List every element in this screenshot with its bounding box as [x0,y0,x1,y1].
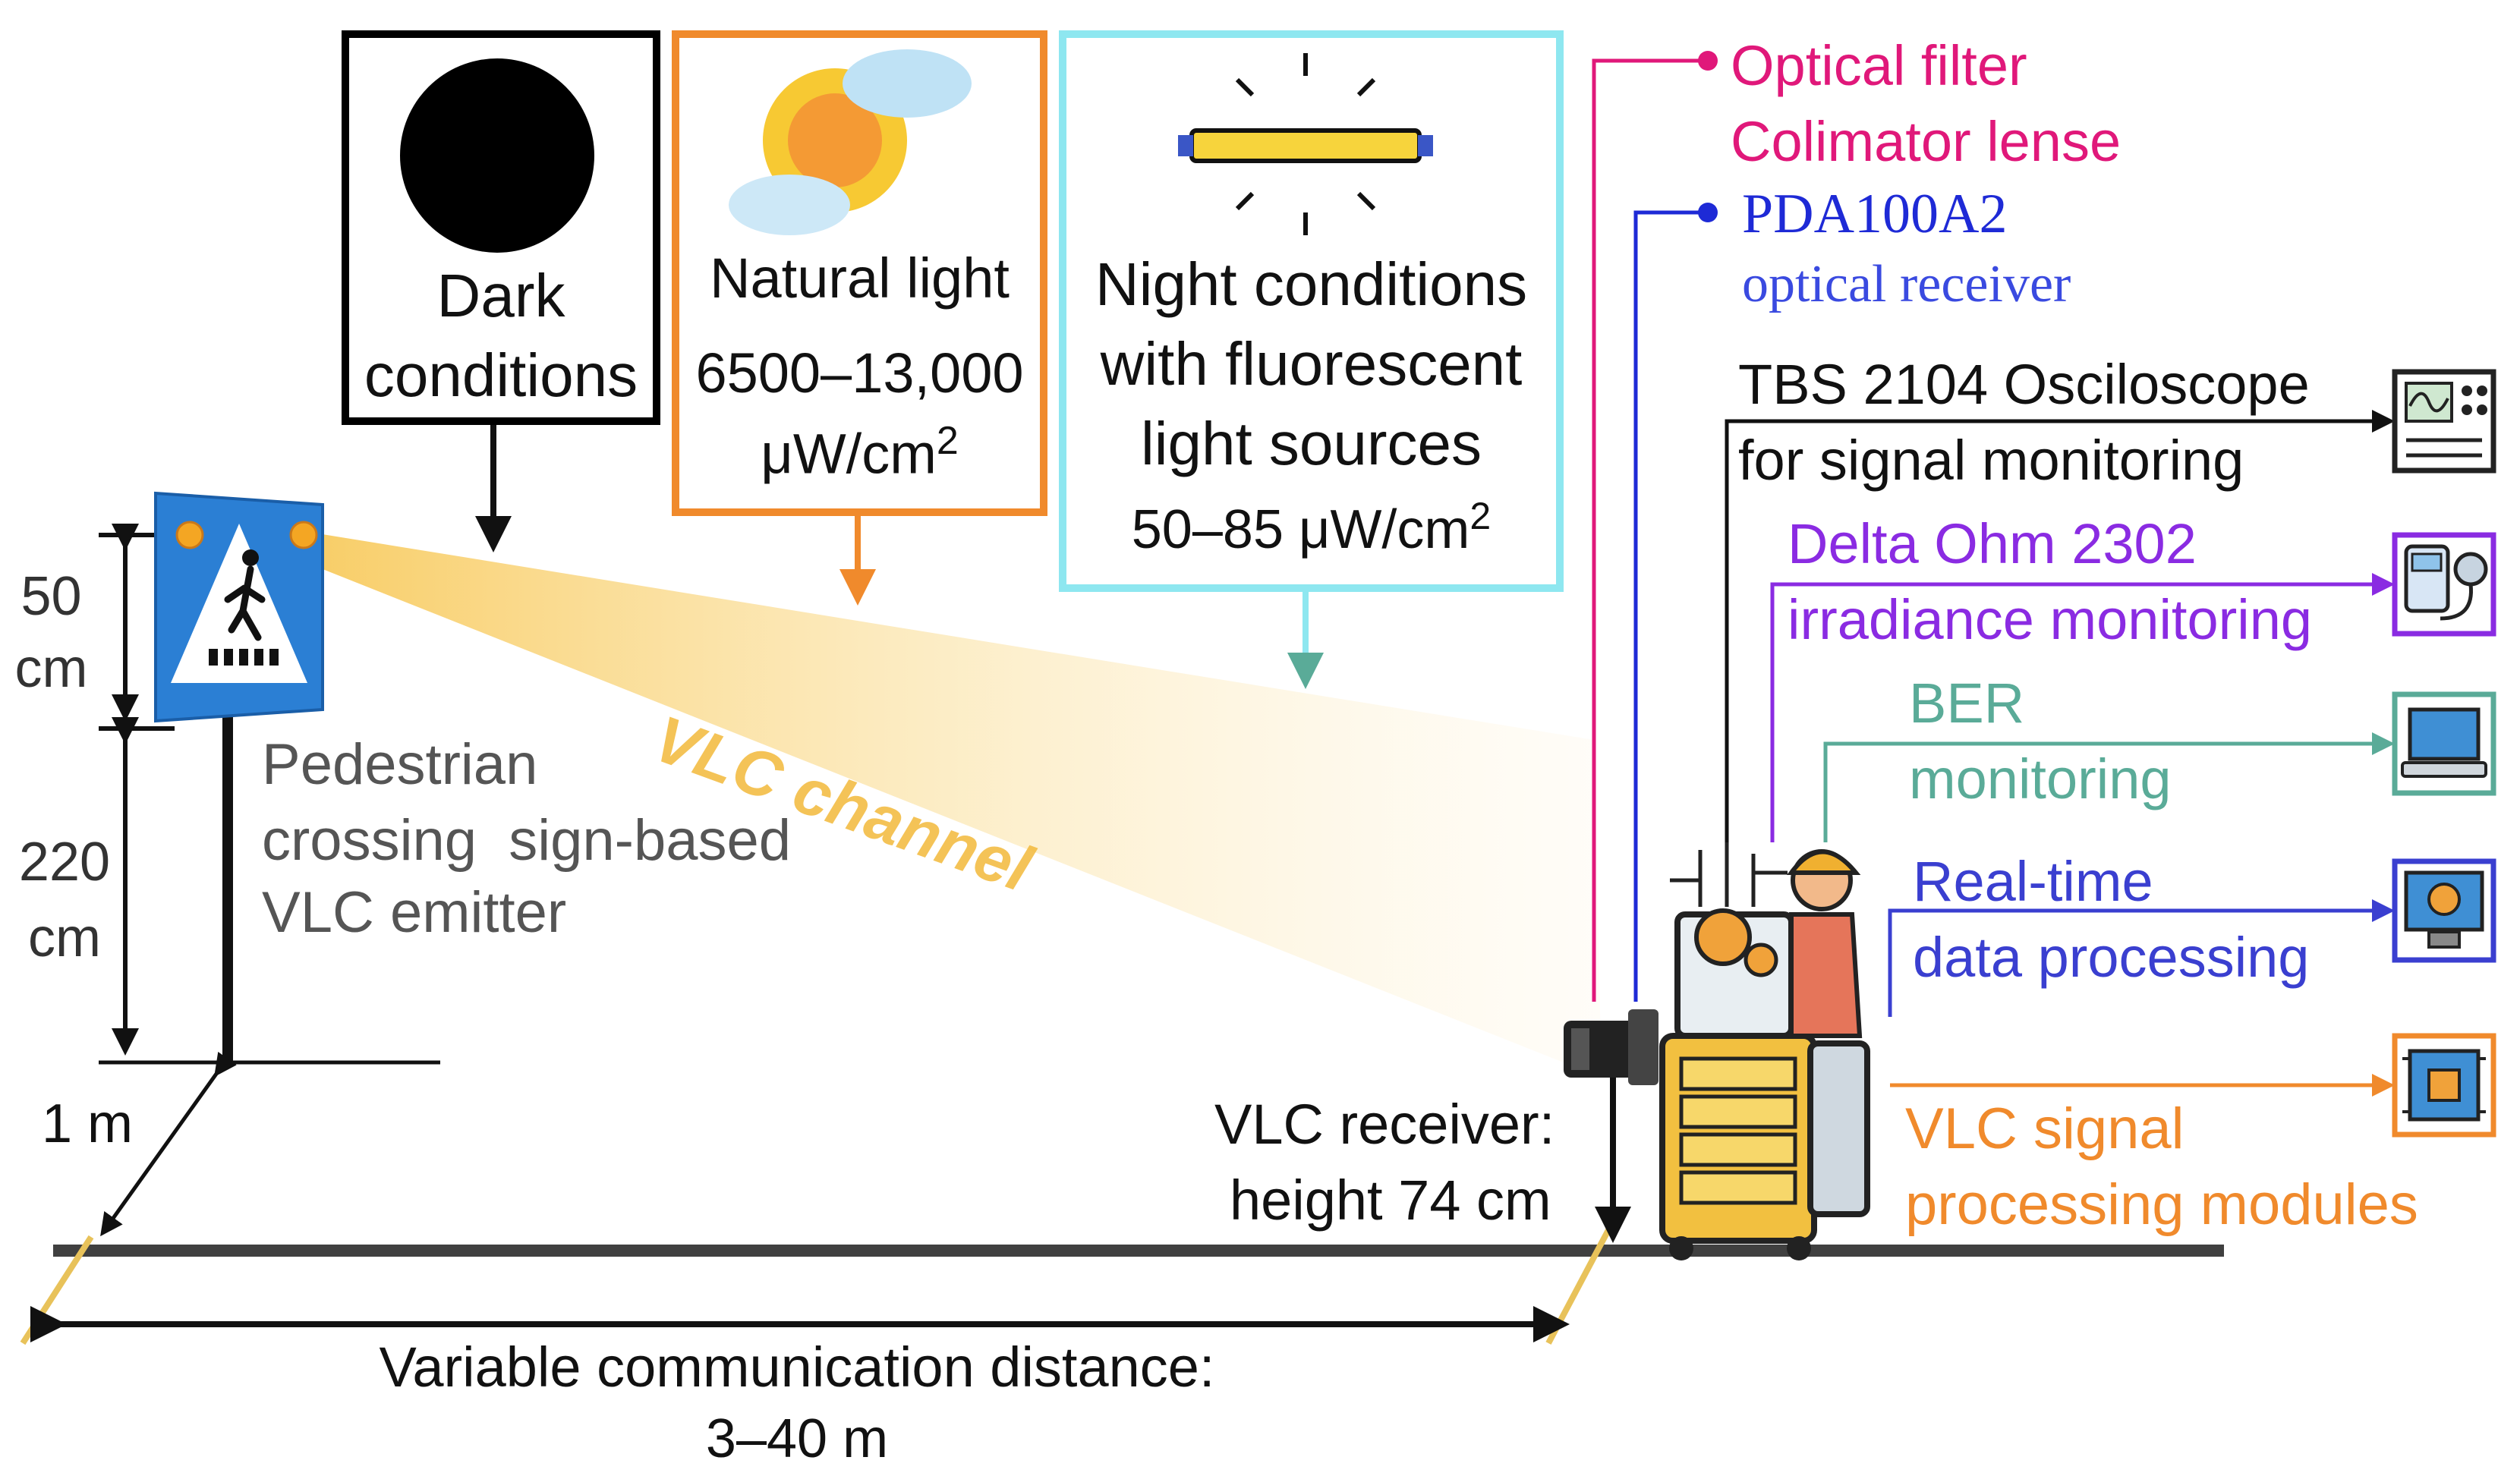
night-label-line3: light sources [1140,410,1482,477]
pole-height-value: 220 [18,832,111,892]
side-offset-label: 1 m [42,1094,134,1154]
monitor-gear-icon [2392,858,2496,963]
emitter-label-line2: crossing sign-based [262,808,792,873]
optical-receiver-camera-icon [1564,1009,1658,1085]
ber-label-line2: monitoring [1909,747,2172,810]
sign-height-unit: cm [14,638,88,699]
circuit-board-icon [2392,1033,2496,1138]
filter-callout-dot [1698,51,1718,71]
vlcsignal-label-line1: VLC signal [1905,1097,2185,1161]
night-label-line1: Night conditions [1095,250,1528,318]
natural-unit-base: μW/cm [761,422,937,486]
receiver-label-line1: VLC receiver: [1214,1093,1555,1156]
night-value: 50–85 μW/cm2 [1066,497,1556,557]
receiver-label-line2: height 74 cm [1230,1169,1551,1232]
irradiance-arrow [1770,573,2395,842]
filter-callout-line [1592,58,1708,1002]
realtime-label-line2: data processing [1913,926,2310,989]
receiver-model-line2: optical receiver [1742,255,2071,313]
natural-unit-sup: 2 [936,419,959,463]
technician-server-rack-icon [1659,842,1870,1260]
irradiance-label-line1: Delta Ohm 2302 [1788,512,2197,575]
filter-label-line1: Optical filter [1731,34,2027,97]
filter-label-line2: Colimator lense [1731,110,2122,173]
receiver-callout-dot [1698,203,1718,222]
vlc-channel-beam [304,531,1602,1078]
natural-light-box [672,30,1047,516]
natural-label: Natural light [710,247,1010,310]
sign-height-value: 50 [20,566,82,627]
laptop-icon [2392,691,2496,796]
dark-label-line2: conditions [364,341,638,409]
ground-line [53,1245,2224,1257]
realtime-arrow [1888,899,2395,1017]
pole-height-unit: cm [28,908,101,968]
dark-circle-icon [400,58,594,253]
realtime-label-line1: Real-time [1913,850,2153,913]
irradiance-label-line2: irradiance monitoring [1788,588,2313,651]
distance-label-line1: Variable communication distance: [379,1336,1215,1399]
receiver-model-line1: PDA100A2 [1742,183,2008,245]
natural-value: 6500–13,000 [695,341,1024,404]
natural-unit: μW/cm2 [679,421,1040,483]
receiver-callout-line [1633,210,1708,1002]
emitter-label-line3: VLC emitter [262,880,567,945]
distance-label-line2: 3–40 m [705,1408,889,1469]
dark-label-line1: Dark [436,262,565,329]
emitter-label-line1: Pedestrian [262,732,538,797]
oscilloscope-label-line2: for signal monitoring [1738,429,2244,492]
oscilloscope-icon [2392,369,2496,474]
dim-arrow-1m [100,1051,237,1237]
night-value-base: 50–85 μW/cm [1131,499,1470,560]
fluorescent-tube-icon [1178,53,1433,235]
light-meter-icon [2392,532,2496,637]
sun-cloud-icon [729,49,972,235]
ber-label-line1: BER [1909,672,2025,735]
vlcsignal-label-line2: processing modules [1905,1172,2418,1237]
night-value-sup: 2 [1469,495,1492,537]
ber-arrow [1823,732,2395,842]
oscilloscope-label-line1: TBS 2104 Osciloscope [1738,353,2310,416]
pedestrian-crossing-sign-icon [154,491,324,723]
dark-conditions-box [342,30,660,425]
oscilloscope-arrow [1725,410,2395,858]
night-label-line2: with fluorescent [1100,330,1523,398]
night-conditions-box [1059,30,1564,592]
